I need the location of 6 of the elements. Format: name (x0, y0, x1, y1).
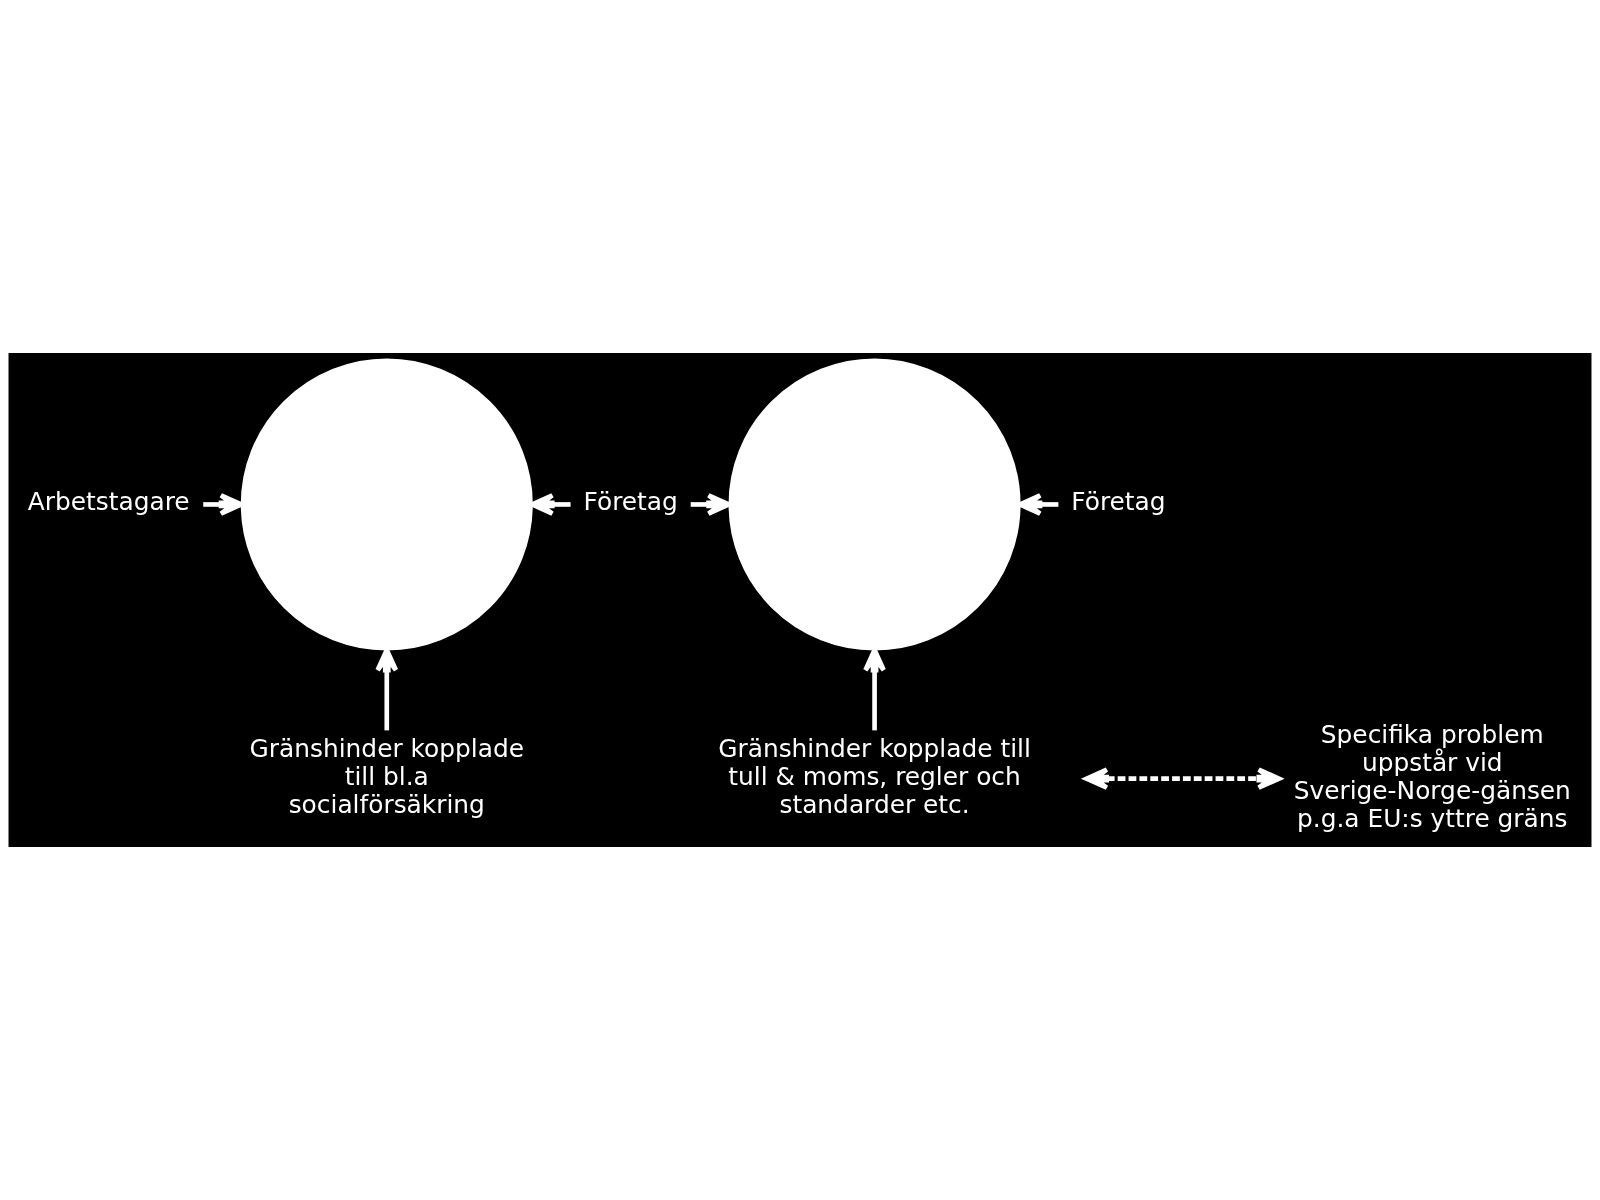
node-text: Företag (1071, 487, 1166, 517)
node-text: Företag (583, 487, 678, 517)
node-text: Gränshinder kopplade till bl.a socialförsäkring (249, 733, 524, 819)
node-text: Arbetstagare (27, 487, 190, 517)
node-text: Gränshinder kopplade till tull & moms, regler och standarder etc. (718, 733, 1031, 819)
node-text: Specifika problem uppstår vid Sverige-Norge-gänsen p.g.a EU:s yttre gräns (1293, 719, 1571, 833)
